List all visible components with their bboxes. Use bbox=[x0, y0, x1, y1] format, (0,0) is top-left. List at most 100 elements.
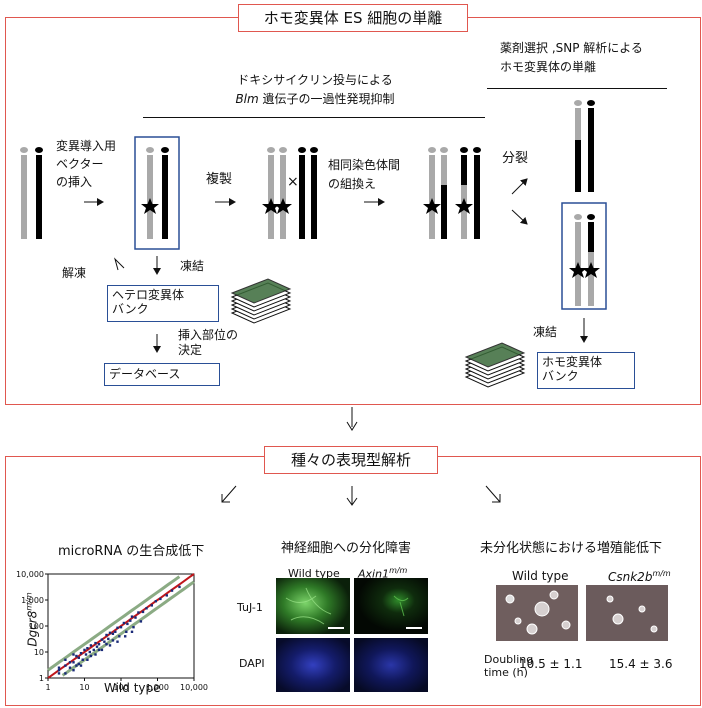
scatter-point bbox=[89, 644, 93, 647]
arrow-panel2 bbox=[346, 486, 358, 506]
arrow-panel3 bbox=[485, 485, 501, 503]
scatter-point bbox=[159, 597, 162, 601]
scatter-point bbox=[89, 654, 93, 658]
scatter-point bbox=[94, 641, 97, 645]
vector-label-line2: ベクター bbox=[56, 157, 104, 171]
reference-line-half bbox=[61, 580, 195, 677]
division-label: 分裂 bbox=[502, 151, 529, 166]
thaw-label: 解凍 bbox=[62, 266, 87, 280]
scatter-point bbox=[77, 662, 80, 666]
scatter-point bbox=[68, 666, 72, 669]
arrow-division-up bbox=[511, 178, 528, 195]
replication-label: 複製 bbox=[206, 172, 233, 187]
scatter-point bbox=[132, 626, 135, 629]
freeze-label-2: 凍結 bbox=[533, 325, 558, 339]
recomb-label-line1: 相同染色体間 bbox=[328, 158, 401, 172]
scatter-point bbox=[88, 650, 91, 654]
scatter-point bbox=[107, 637, 110, 641]
star-mutation-2 bbox=[262, 198, 292, 214]
hetero-bank-line2: バンク bbox=[112, 302, 149, 316]
panel3-row-label-1: Doubling bbox=[484, 653, 534, 666]
star-mutation-1 bbox=[141, 198, 159, 214]
x-tick-label: 1 bbox=[45, 683, 50, 692]
chromosome-pair-4 bbox=[428, 147, 481, 239]
scatter-point bbox=[178, 585, 181, 589]
panel3-value-2: 15.4 ± 3.6 bbox=[609, 657, 673, 671]
homo-bank-box: ホモ変異体 バンク bbox=[537, 352, 635, 389]
dox-label-line1: ドキシサイクリン投与による bbox=[237, 73, 393, 87]
blm-gene: Blm bbox=[235, 92, 259, 106]
database-box: データベース bbox=[104, 363, 220, 386]
panel2-col1: Wild type bbox=[288, 567, 340, 580]
scatter-point bbox=[126, 622, 129, 626]
hetero-bank-box: ヘテロ変異体 バンク bbox=[107, 285, 219, 322]
scatter-point bbox=[108, 644, 112, 647]
panel2-col2-main: Axin1 bbox=[358, 567, 390, 581]
panel3-col2-main: Csnk2b bbox=[608, 570, 653, 584]
scatter-point bbox=[116, 640, 119, 643]
scatter-point bbox=[100, 638, 104, 641]
reference-line-2x bbox=[47, 575, 181, 672]
scatter-point bbox=[57, 672, 61, 675]
tuj1-mutant-image bbox=[354, 578, 428, 634]
scatter-point bbox=[124, 635, 127, 638]
scatter-point bbox=[100, 648, 104, 652]
panel3-value-1: 10.5 ± 1.1 bbox=[519, 657, 583, 671]
vector-label-line3: の挿入 bbox=[56, 175, 93, 189]
panel3-images bbox=[496, 585, 668, 641]
scatter-point bbox=[137, 611, 140, 614]
scatter-point bbox=[105, 633, 108, 637]
panel2-title: 神経細胞への分化障害 bbox=[281, 541, 412, 556]
insert-site-line1: 挿入部位の bbox=[178, 328, 239, 342]
y-tick-label: 100 bbox=[29, 622, 44, 631]
bottom-arrows bbox=[221, 485, 501, 506]
scatter-point bbox=[130, 615, 134, 618]
chromosome-pair-3 bbox=[267, 147, 318, 239]
scatter-point bbox=[75, 664, 78, 667]
star-mutation-3 bbox=[423, 198, 473, 214]
colony-mutant-image bbox=[586, 585, 668, 641]
scatter-point bbox=[122, 621, 126, 625]
scatter-point bbox=[72, 661, 75, 664]
dox-label-rest: 遺伝子の一過性発現抑制 bbox=[258, 92, 395, 106]
scatter-point bbox=[165, 594, 168, 597]
scatter-point bbox=[114, 630, 117, 633]
panel2-row1: TuJ-1 bbox=[237, 601, 263, 614]
chromosome-pair-2 bbox=[146, 147, 169, 239]
vector-label-line1: 変異導入用 bbox=[56, 139, 117, 153]
homo-bank-line1: ホモ変異体 bbox=[542, 355, 603, 369]
freeze-label-1: 凍結 bbox=[180, 259, 205, 273]
recomb-label-line2: の組換え bbox=[328, 177, 377, 191]
select-label-line1: 薬剤選択 ,SNP 解析による bbox=[500, 41, 643, 55]
panel3-row-label-2: time (h) bbox=[484, 666, 528, 679]
top-diagram-svg bbox=[20, 100, 607, 388]
panel2-col2-sup: m/m bbox=[389, 566, 408, 575]
x-tick-label: 10,000 bbox=[180, 683, 208, 692]
y-tick-label: 1 bbox=[39, 674, 44, 683]
top-title: ホモ変異体 ES 細胞の単離 bbox=[238, 4, 468, 32]
scatter-point bbox=[72, 653, 75, 656]
scatter-point bbox=[141, 610, 145, 614]
scatter-point bbox=[95, 645, 99, 648]
hetero-bank-line1: ヘテロ変異体 bbox=[112, 288, 185, 302]
dapi-mutant-image bbox=[354, 638, 428, 692]
dox-line bbox=[143, 117, 485, 118]
x-tick-label: 10 bbox=[79, 683, 89, 692]
scatter-point bbox=[108, 631, 112, 634]
scatter-point bbox=[86, 647, 89, 650]
panel1-xlabel: Wild type bbox=[104, 681, 161, 695]
scatter-point bbox=[68, 661, 72, 664]
scatter-point bbox=[84, 653, 88, 656]
scatter-point bbox=[77, 656, 80, 659]
scatter-point bbox=[134, 616, 137, 619]
scatter-point bbox=[97, 643, 101, 646]
scatter-point bbox=[64, 672, 67, 675]
scatter-point bbox=[139, 620, 143, 623]
scatter-point bbox=[105, 643, 108, 646]
scatter-point bbox=[64, 658, 67, 661]
homo-cell-box bbox=[561, 202, 607, 310]
hetero-cell-box bbox=[134, 136, 180, 250]
scatter-point bbox=[83, 648, 86, 652]
scatter-point bbox=[103, 640, 106, 643]
scatter-point bbox=[75, 654, 78, 658]
